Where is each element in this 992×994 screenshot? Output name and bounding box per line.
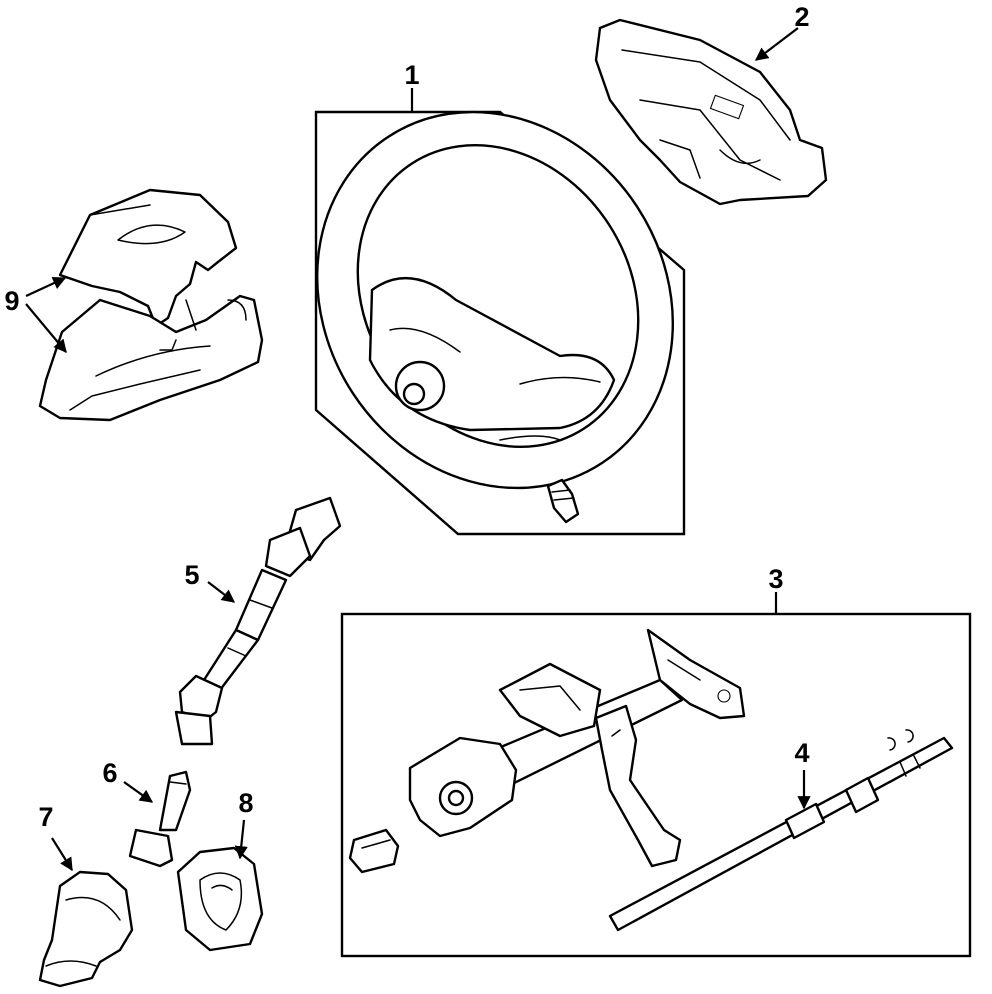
callout-1: 1 <box>404 60 419 90</box>
callout-8: 8 <box>238 788 253 818</box>
callout-5: 5 <box>184 560 199 590</box>
column-cover-part <box>25 188 264 422</box>
callout-2: 2 <box>794 2 809 32</box>
air-bag-part <box>594 18 828 206</box>
callout-9: 9 <box>4 286 19 316</box>
steering-column-box <box>340 612 972 958</box>
callout-7: 7 <box>38 802 53 832</box>
dust-seal-part <box>176 819 264 952</box>
callout-6: 6 <box>102 758 117 788</box>
column-boot-part <box>38 837 134 988</box>
callout-4: 4 <box>794 738 809 768</box>
intermediate-shaft-part <box>174 496 342 746</box>
shaft-bearing-part <box>123 770 192 868</box>
steering-wheel-part <box>314 88 686 536</box>
steering-column-part <box>340 592 972 958</box>
callout-3: 3 <box>768 564 783 594</box>
steering-wheel-box <box>314 110 686 536</box>
main-shaft-part <box>608 729 954 932</box>
